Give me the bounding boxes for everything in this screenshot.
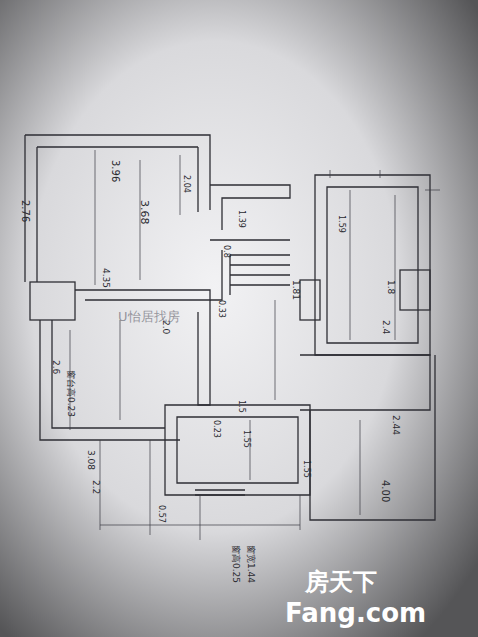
dimension-label: 1.5	[237, 400, 245, 413]
dimension-label: 0.57	[157, 505, 165, 523]
dimension-label: 2.04	[182, 175, 190, 193]
dimension-label: 4.00	[380, 480, 390, 502]
dimension-label: 1.8	[386, 280, 395, 294]
dimension-label: 2.76	[20, 200, 30, 222]
watermark: 房天下	[305, 570, 377, 594]
dimension-label: 1.59	[337, 215, 345, 233]
dimension-label: 2.2	[91, 480, 100, 494]
dimension-label: 3.96	[110, 160, 120, 182]
dimension-label: 1.55	[242, 430, 250, 448]
walls	[25, 135, 435, 520]
dimension-label: 2.6	[51, 360, 60, 374]
watermark: Fang.com	[285, 600, 426, 626]
dimension-label: 4.35	[101, 268, 110, 288]
handwritten-note: 窗高0.25	[231, 545, 240, 583]
dimension-label: 1.81	[291, 280, 300, 300]
dimension-label: 0.33	[217, 300, 225, 318]
dimension-label: 1.55	[302, 460, 310, 478]
dimension-label: 3.08	[86, 450, 95, 470]
watermark: U怡居找房	[118, 310, 180, 323]
dimension-lines	[70, 150, 440, 540]
dimension-label: 0.8	[222, 245, 230, 258]
dimension-label: 2.4	[381, 320, 390, 334]
dimension-label: 3.68	[139, 200, 150, 225]
handwritten-note: 窗台高0.23	[66, 370, 75, 417]
dimension-label: 0.23	[212, 420, 220, 438]
dimension-label: 2.44	[391, 415, 400, 435]
dimension-label: 1.39	[237, 210, 245, 228]
handwritten-note: 窗宽1.44	[246, 545, 255, 583]
